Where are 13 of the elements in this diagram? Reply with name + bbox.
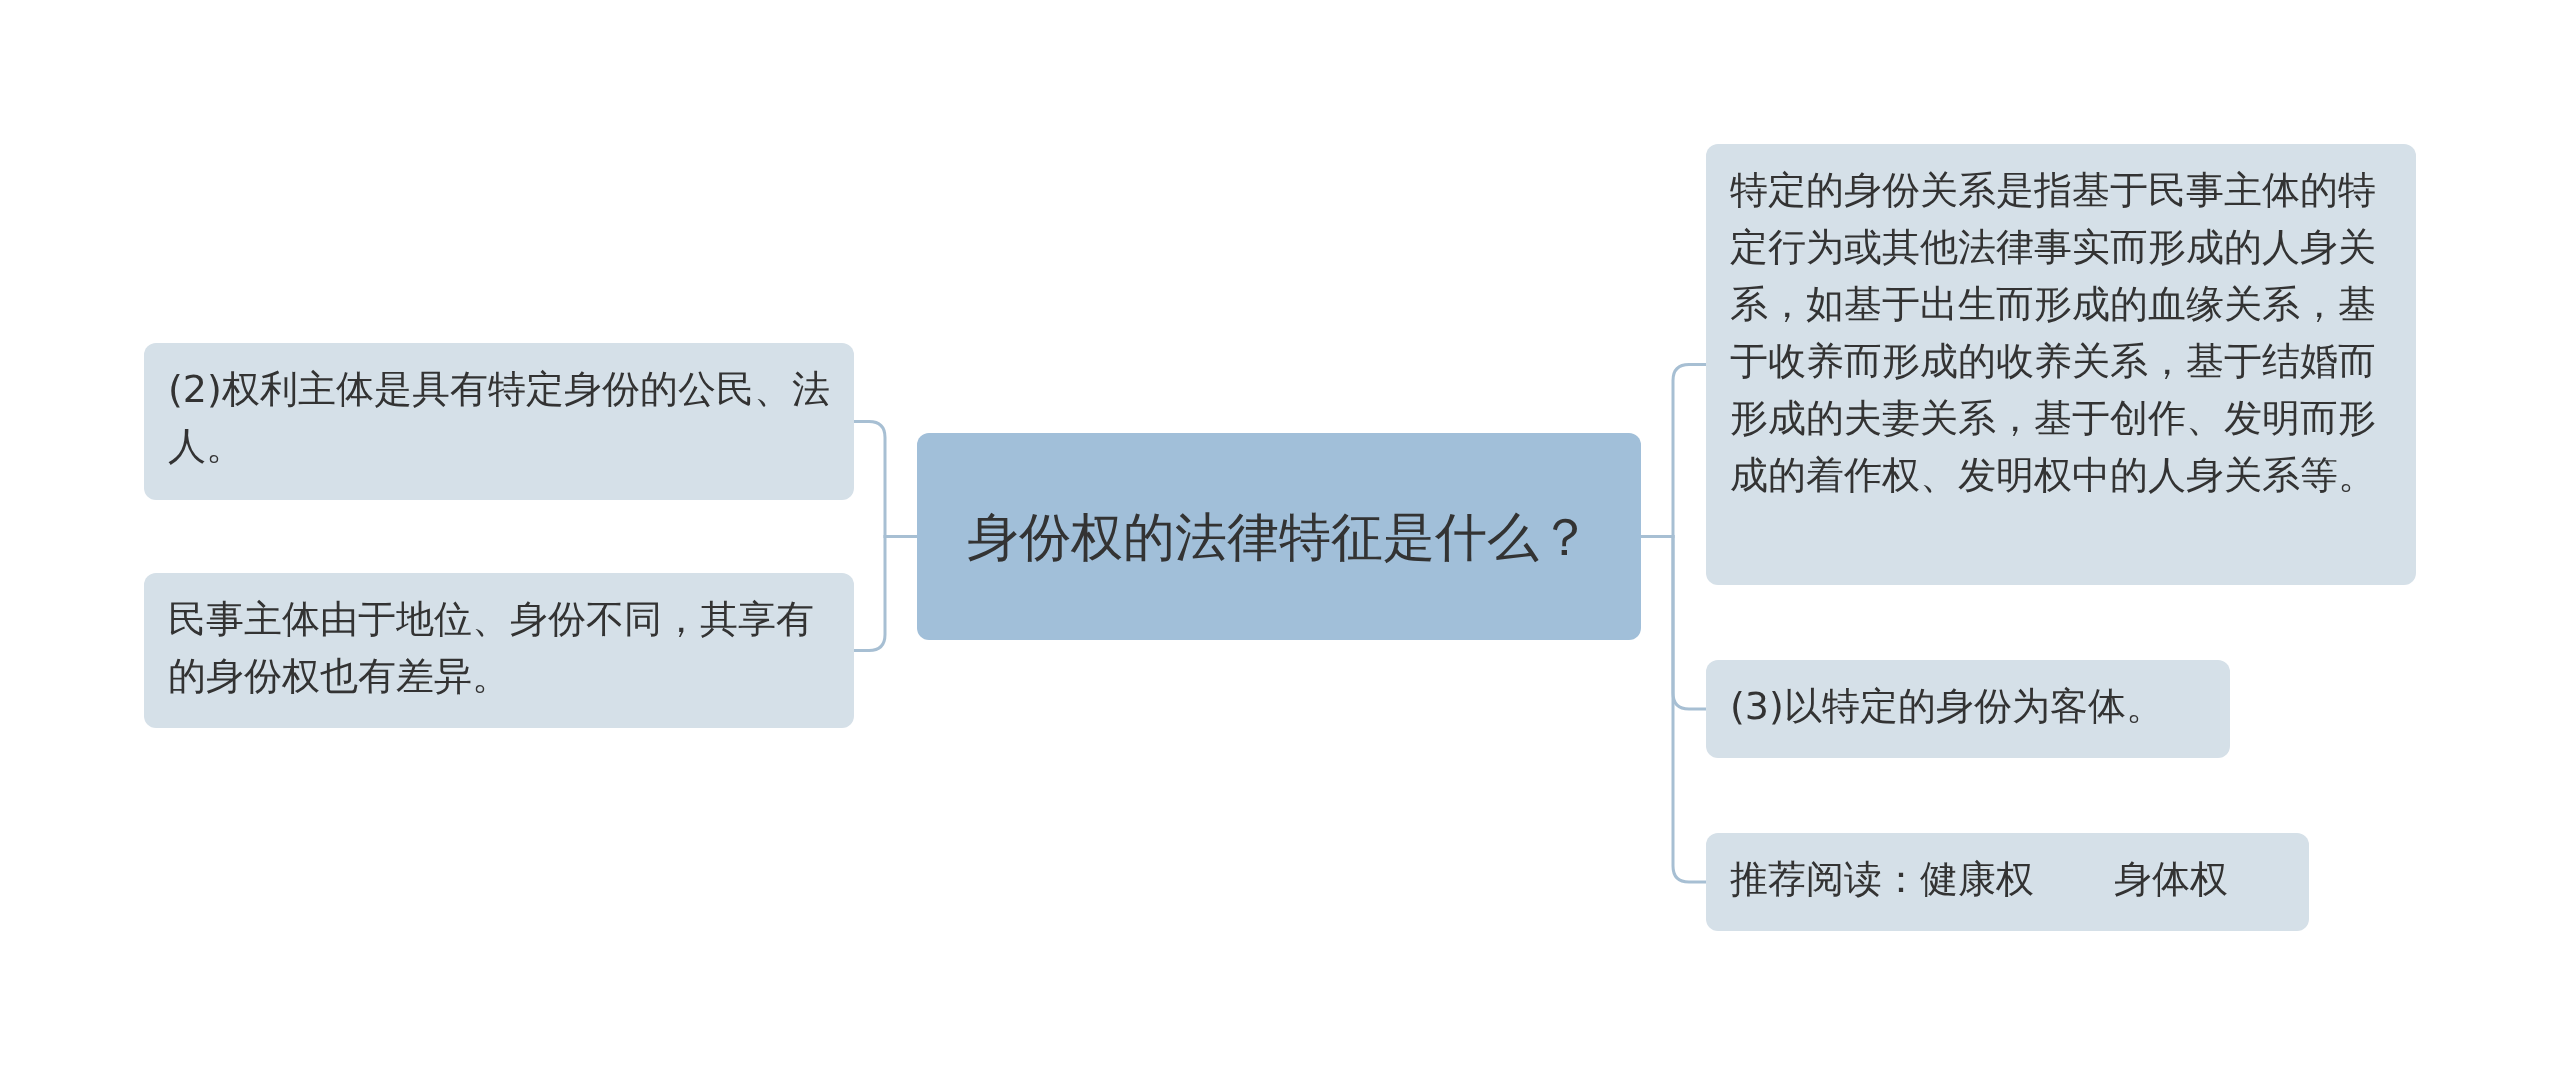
- topic-text: (2)权利主体是具有特定身份的公民、法人。: [168, 367, 830, 468]
- topic-text: 特定的身份关系是指基于民事主体的特定行为或其他法律事实而形成的人身关系，如基于出生而形成的血缘关系，基于收养而形成的收养关系，基于结婚而形成的夫妻关系，基于创作、发明而形成的着作权、发明权中的人身关系等。: [1730, 168, 2376, 497]
- topic-box: [1706, 660, 2230, 758]
- central-topic-box: [917, 433, 1641, 640]
- topic-box: [1706, 833, 2309, 931]
- related-link: 身体权: [2114, 857, 2228, 901]
- topic-box: [1706, 144, 2416, 585]
- topic-text: 民事主体由于地位、身份不同，其享有的身份权也有差异。: [168, 597, 814, 698]
- topic-text: 推荐阅读：健康权: [1730, 857, 2034, 901]
- topic-box: [144, 573, 854, 728]
- topic-box: [144, 343, 854, 500]
- topic-text: (3)以特定的身份为客体。: [1730, 684, 2164, 728]
- topic-title: 身份权的法律特征是什么？: [967, 505, 1591, 569]
